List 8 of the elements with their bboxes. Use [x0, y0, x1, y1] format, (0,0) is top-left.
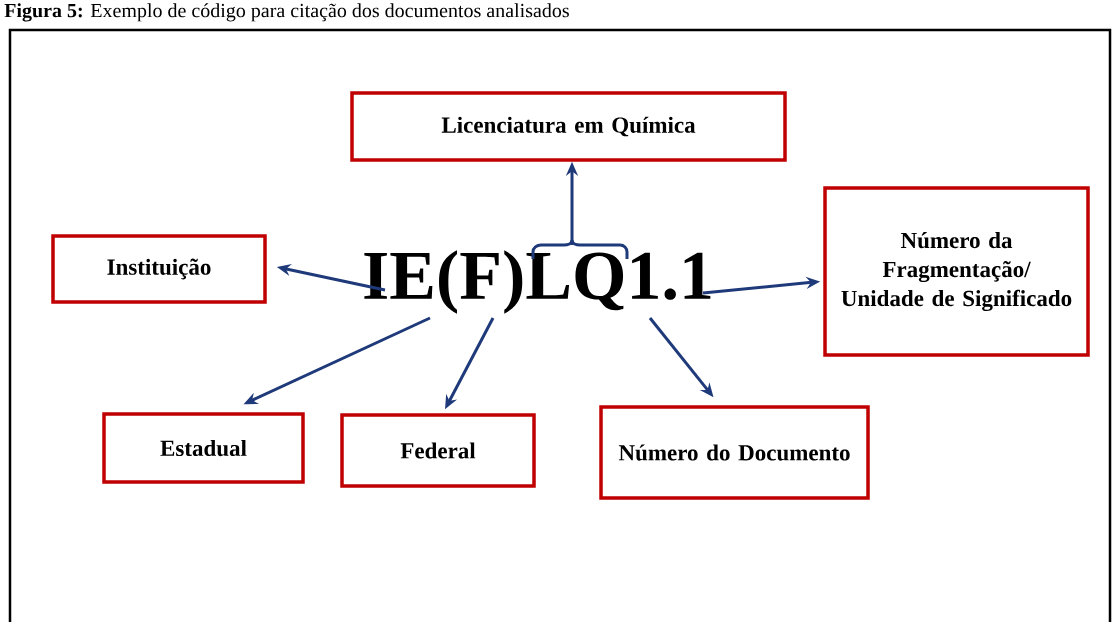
text-box: Estadual [102, 412, 305, 484]
text-box: Licenciatura em Química [350, 91, 787, 162]
text-box: Número da Fragmentação/ Unidade de Significado [823, 186, 1090, 357]
text-box: Federal [340, 413, 536, 488]
text-box: Instituição [51, 234, 267, 304]
text-box: Número do Documento [599, 405, 870, 500]
code-label: IE(F)LQ1.1 [364, 250, 711, 314]
title: Figura 5: Exemplo de código para citação dos documentos analisados [4, 3, 569, 22]
